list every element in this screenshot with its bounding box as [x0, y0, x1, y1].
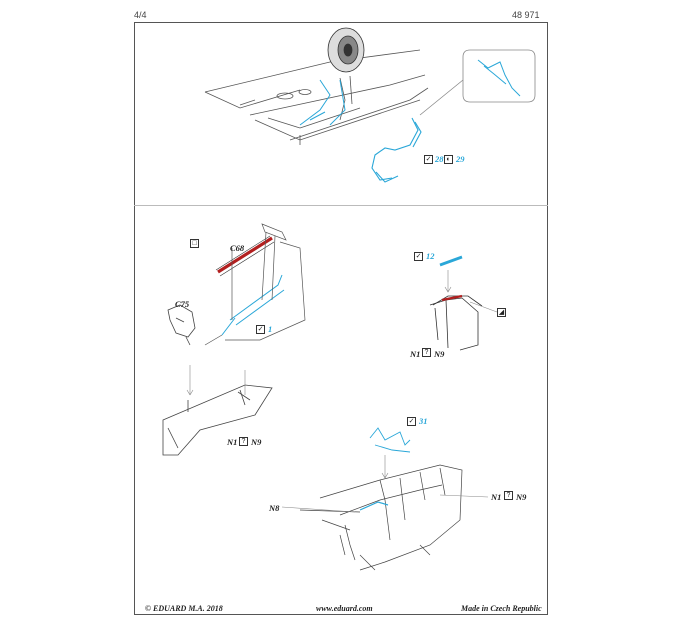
note-n1: N1: [227, 437, 238, 447]
bend-icon: ✓: [256, 325, 265, 334]
pe-part-1: 1: [268, 324, 273, 334]
pe-bracket-28: [371, 117, 422, 183]
note-n9: N9: [434, 349, 445, 359]
c75-part: [167, 304, 196, 346]
pe-part-28: 28: [435, 154, 444, 164]
right-arrows: [444, 270, 498, 313]
bend-icon: ✓: [424, 155, 433, 164]
note-n1: N1: [491, 492, 502, 502]
page-number: 4/4: [134, 10, 147, 20]
canopy-frame-top: [204, 223, 306, 346]
drill-icon: ◐: [444, 155, 453, 164]
bend-icon: ✓: [407, 417, 416, 426]
question-icon: ?: [504, 491, 513, 500]
callout-pe-detail: [477, 59, 521, 97]
origin: Made in Czech Republic: [461, 604, 542, 613]
windscreen-red: [441, 294, 463, 302]
pe-part-29: 29: [456, 154, 465, 164]
c68-part: [217, 236, 273, 274]
part-label-c75: C75: [175, 299, 190, 309]
windscreen-frame: [429, 295, 483, 351]
note-n9: N9: [516, 492, 527, 502]
paint-icon: ◢: [497, 308, 506, 317]
section-divider: [134, 205, 548, 206]
wing-gear-drawing: [204, 49, 429, 145]
website: www.eduard.com: [316, 604, 373, 613]
gear-leg-pe: [299, 79, 346, 126]
pe-12-part: [439, 255, 463, 267]
copyright: © EDUARD M.A. 2018: [145, 604, 223, 613]
wheel: [327, 27, 365, 73]
callout-bubble: [419, 49, 536, 116]
fuselage-drawing: [299, 464, 463, 571]
frame-pe-1: [221, 274, 285, 336]
pe-31-part: [369, 427, 411, 453]
fuselage-pe: [359, 501, 389, 511]
note-n9: N9: [251, 437, 262, 447]
question-icon: ?: [239, 437, 248, 446]
canopy-frame-assembled: [162, 384, 273, 456]
bend-icon: ✓: [414, 252, 423, 261]
bottom-arrows: [281, 455, 489, 513]
part-label-c68: C68: [230, 243, 245, 253]
pe-part-31: 31: [419, 416, 428, 426]
plastic-part-icon: □: [190, 239, 199, 248]
question-icon: ?: [422, 348, 431, 357]
left-arrows: [186, 365, 246, 396]
instruction-frame: [134, 22, 548, 615]
kit-number: 48 971: [512, 10, 540, 20]
note-n8: N8: [269, 503, 280, 513]
pe-part-12: 12: [426, 251, 435, 261]
note-n1: N1: [410, 349, 421, 359]
